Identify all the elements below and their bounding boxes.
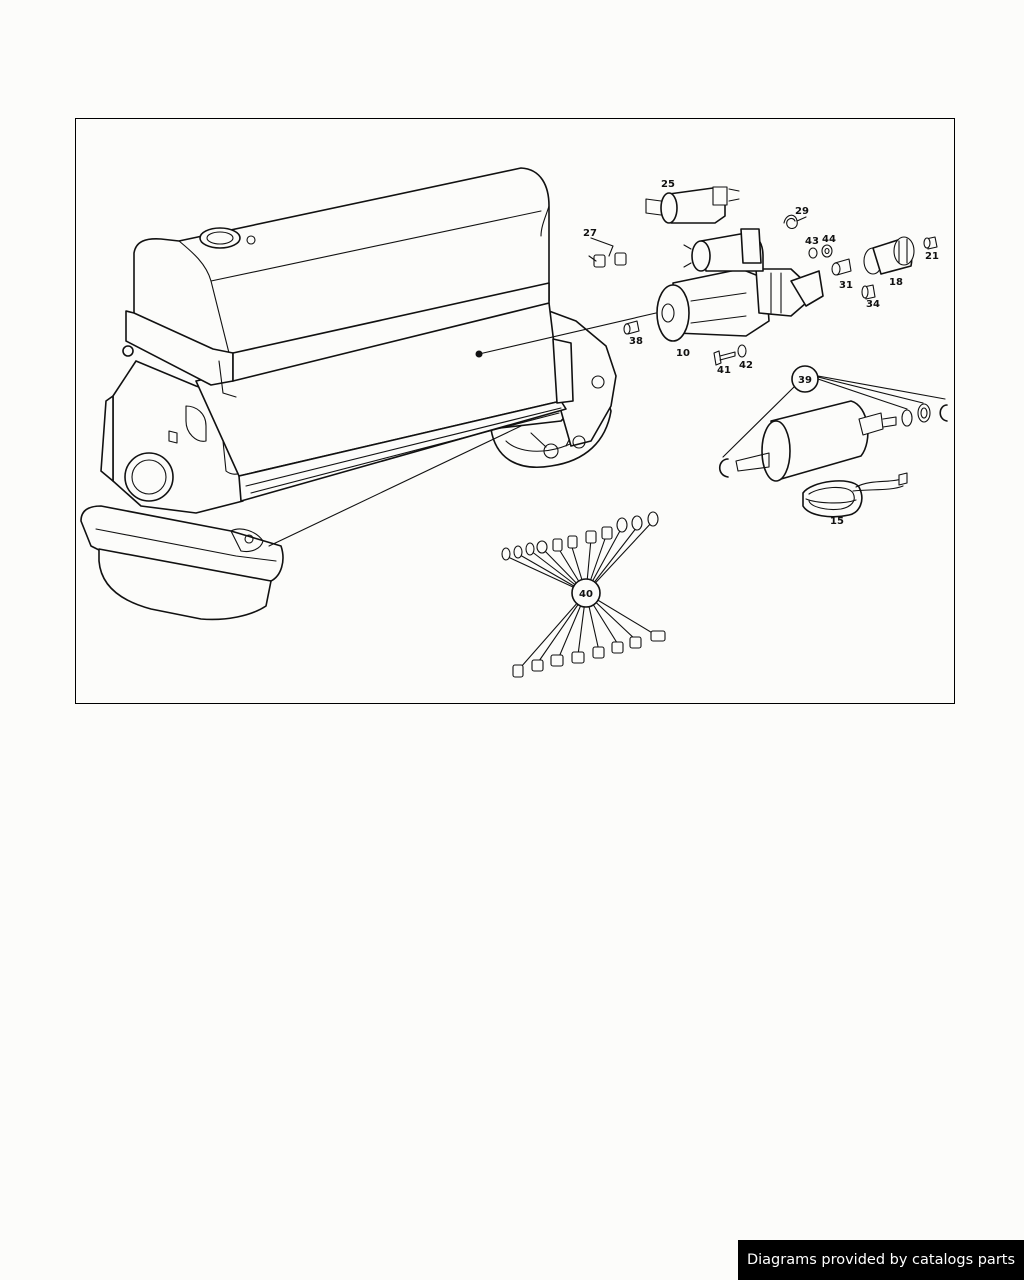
callout-labels: 10 15 18 21 25 27 29 31 34 38 39 40 41 4… — [579, 179, 939, 600]
spring-part-29 — [783, 214, 807, 230]
armature-part-39 — [718, 365, 948, 482]
callout-10: 10 — [676, 348, 690, 359]
callout-38: 38 — [629, 336, 643, 347]
credit-banner: Diagrams provided by catalogs parts — [738, 1240, 1024, 1280]
callout-41: 41 — [717, 365, 731, 376]
starter-motor-part-10 — [656, 228, 824, 342]
engine-block-illustration — [80, 167, 617, 621]
callout-40: 40 — [579, 589, 593, 600]
callout-27: 27 — [583, 228, 597, 239]
callout-42: 42 — [739, 360, 753, 371]
bolt-part-41 — [713, 344, 747, 366]
callout-18: 18 — [889, 277, 903, 288]
bushings-parts — [623, 236, 938, 335]
callout-44: 44 — [822, 234, 836, 245]
solenoid-part-25 — [645, 186, 740, 224]
drive-pinion-part-18 — [863, 236, 915, 275]
callout-15: 15 — [830, 516, 844, 527]
washers-part-43-44 — [808, 244, 833, 259]
callout-25: 25 — [661, 179, 675, 190]
callout-39: 39 — [798, 375, 812, 386]
callout-21: 21 — [925, 251, 939, 262]
leader-lines — [268, 312, 657, 547]
parts-kit-part-40 — [501, 511, 666, 678]
parts-diagram-frame: 10 15 18 21 25 27 29 31 34 38 39 40 41 4… — [75, 118, 955, 704]
exploded-parts-diagram: 10 15 18 21 25 27 29 31 34 38 39 40 41 4… — [80, 167, 948, 678]
callout-43: 43 — [805, 236, 819, 247]
callout-29: 29 — [795, 206, 809, 217]
callout-34: 34 — [866, 299, 880, 310]
credit-text: Diagrams provided by catalogs parts — [746, 1252, 1016, 1268]
field-coil-part-15 — [802, 472, 908, 518]
bracket-part-27 — [588, 237, 627, 268]
callout-31: 31 — [839, 280, 853, 291]
